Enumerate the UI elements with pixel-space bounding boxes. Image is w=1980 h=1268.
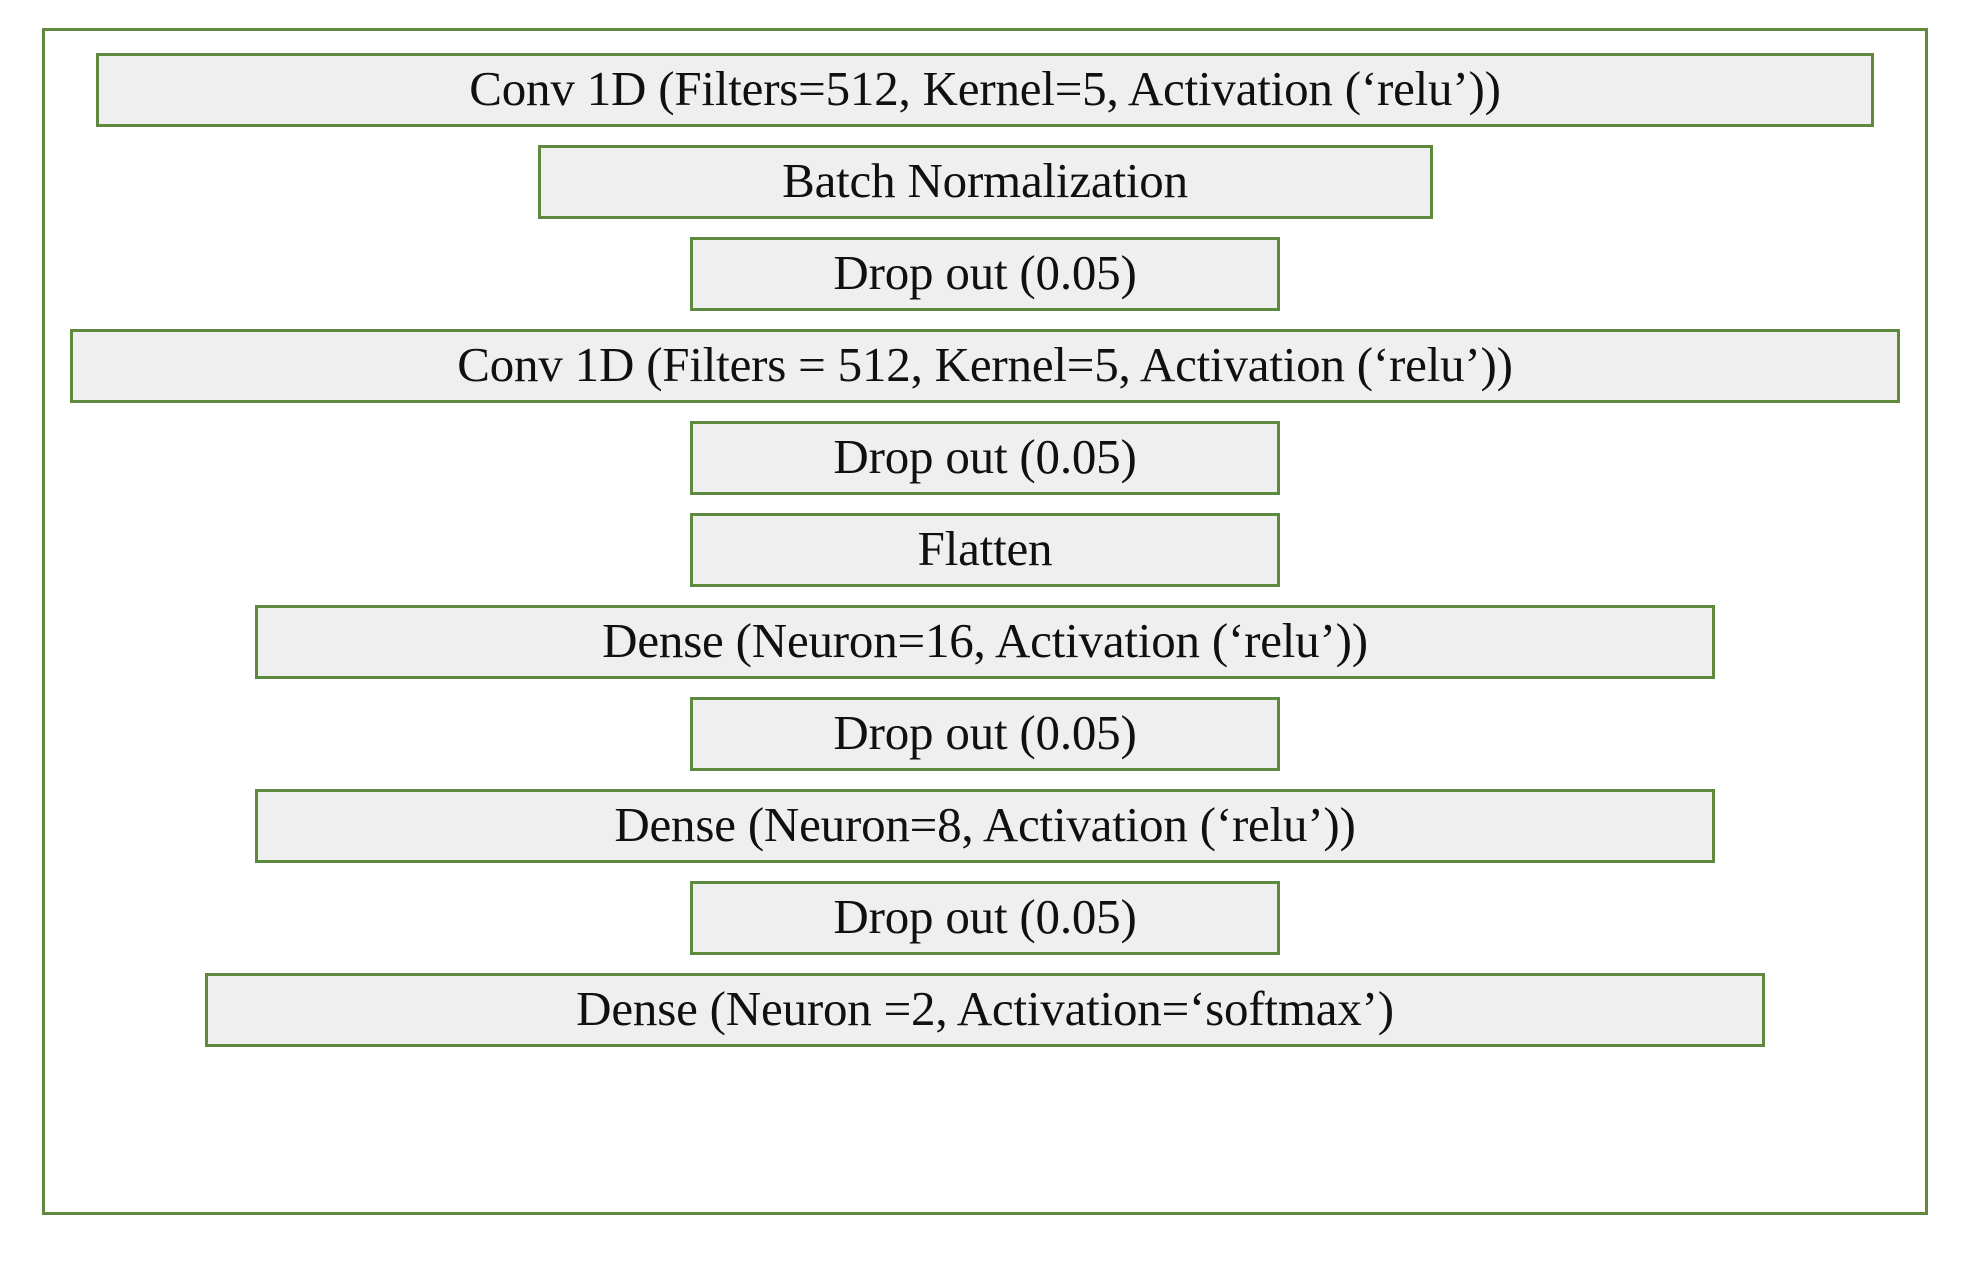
layer-box-dropout-2: Drop out (0.05) [690, 421, 1280, 495]
layer-label: Conv 1D (Filters=512, Kernel=5, Activati… [469, 60, 1501, 116]
layer-label: Drop out (0.05) [833, 244, 1137, 300]
diagram-outer-frame: Conv 1D (Filters=512, Kernel=5, Activati… [42, 28, 1928, 1215]
layer-label: Dense (Neuron =2, Activation=‘softmax’) [576, 980, 1394, 1036]
layer-box-dropout-1: Drop out (0.05) [690, 237, 1280, 311]
layer-box-dense-8: Dense (Neuron=8, Activation (‘relu’)) [255, 789, 1715, 863]
layer-box-conv1d-1: Conv 1D (Filters=512, Kernel=5, Activati… [96, 53, 1874, 127]
layer-box-dense-16: Dense (Neuron=16, Activation (‘relu’)) [255, 605, 1715, 679]
layer-box-dropout-3: Drop out (0.05) [690, 697, 1280, 771]
layer-box-dense-2: Dense (Neuron =2, Activation=‘softmax’) [205, 973, 1765, 1047]
layer-label: Dense (Neuron=8, Activation (‘relu’)) [614, 796, 1356, 852]
layer-label: Drop out (0.05) [833, 888, 1137, 944]
layer-stack: Conv 1D (Filters=512, Kernel=5, Activati… [45, 31, 1925, 1212]
layer-label: Batch Normalization [782, 152, 1188, 208]
layer-box-flatten: Flatten [690, 513, 1280, 587]
layer-box-dropout-4: Drop out (0.05) [690, 881, 1280, 955]
layer-label: Drop out (0.05) [833, 704, 1137, 760]
layer-box-conv1d-2: Conv 1D (Filters = 512, Kernel=5, Activa… [70, 329, 1900, 403]
layer-label: Conv 1D (Filters = 512, Kernel=5, Activa… [457, 336, 1513, 392]
layer-label: Drop out (0.05) [833, 428, 1137, 484]
layer-box-batchnorm: Batch Normalization [537, 145, 1433, 219]
layer-label: Dense (Neuron=16, Activation (‘relu’)) [602, 612, 1368, 668]
layer-label: Flatten [917, 520, 1053, 576]
